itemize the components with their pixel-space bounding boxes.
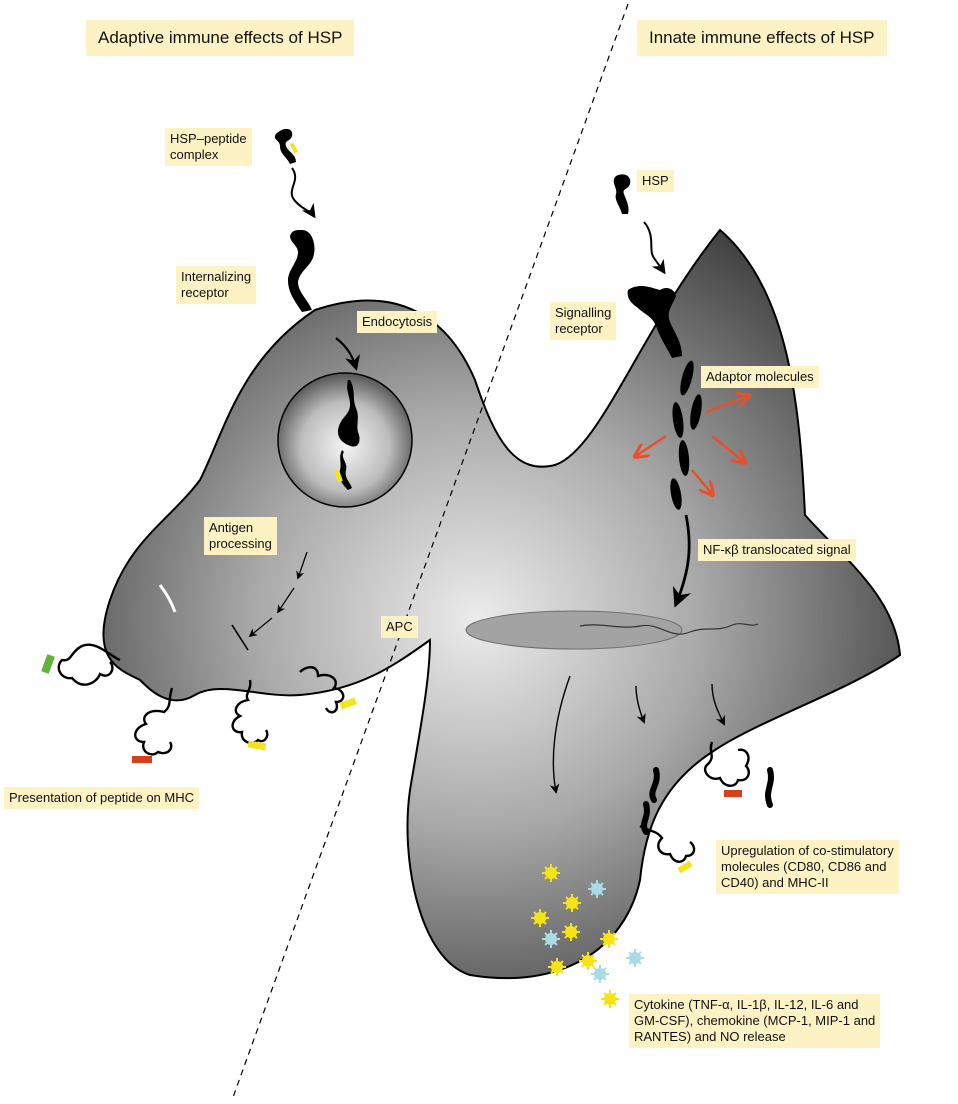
binding-arrow — [292, 168, 314, 216]
adaptor-molecules-label: Adaptor molecules — [701, 366, 819, 388]
cytokine-label: Cytokine (TNF-α, IL-1β, IL-12, IL-6 and … — [629, 994, 880, 1048]
internalizing-receptor-icon — [288, 230, 315, 312]
hsp-binding-arrow — [644, 222, 664, 272]
presentation-label: Presentation of peptide on MHC — [4, 787, 199, 809]
peptide-green — [41, 654, 55, 674]
internalizing-receptor-label: Internalizing receptor — [176, 266, 256, 304]
nfkb-label: NF-κβ translocated signal — [698, 539, 856, 561]
antigen-processing-label: Antigen processing — [204, 517, 277, 555]
hsp-label: HSP — [637, 170, 674, 192]
peptide-red-2 — [724, 790, 742, 797]
apc-label: APC — [381, 616, 418, 638]
peptide-red — [132, 756, 152, 763]
endocytosis-label: Endocytosis — [357, 311, 437, 333]
innate-header: Innate immune effects of HSP — [637, 20, 887, 56]
adaptive-header: Adaptive immune effects of HSP — [86, 20, 354, 56]
hsp-icon — [614, 174, 631, 214]
nucleus — [466, 611, 682, 649]
upregulation-label: Upregulation of co-stimulatory molecules… — [716, 840, 899, 894]
signalling-receptor-label: Signalling receptor — [550, 302, 616, 340]
hsp-peptide-complex-label: HSP–peptide complex — [165, 128, 252, 166]
